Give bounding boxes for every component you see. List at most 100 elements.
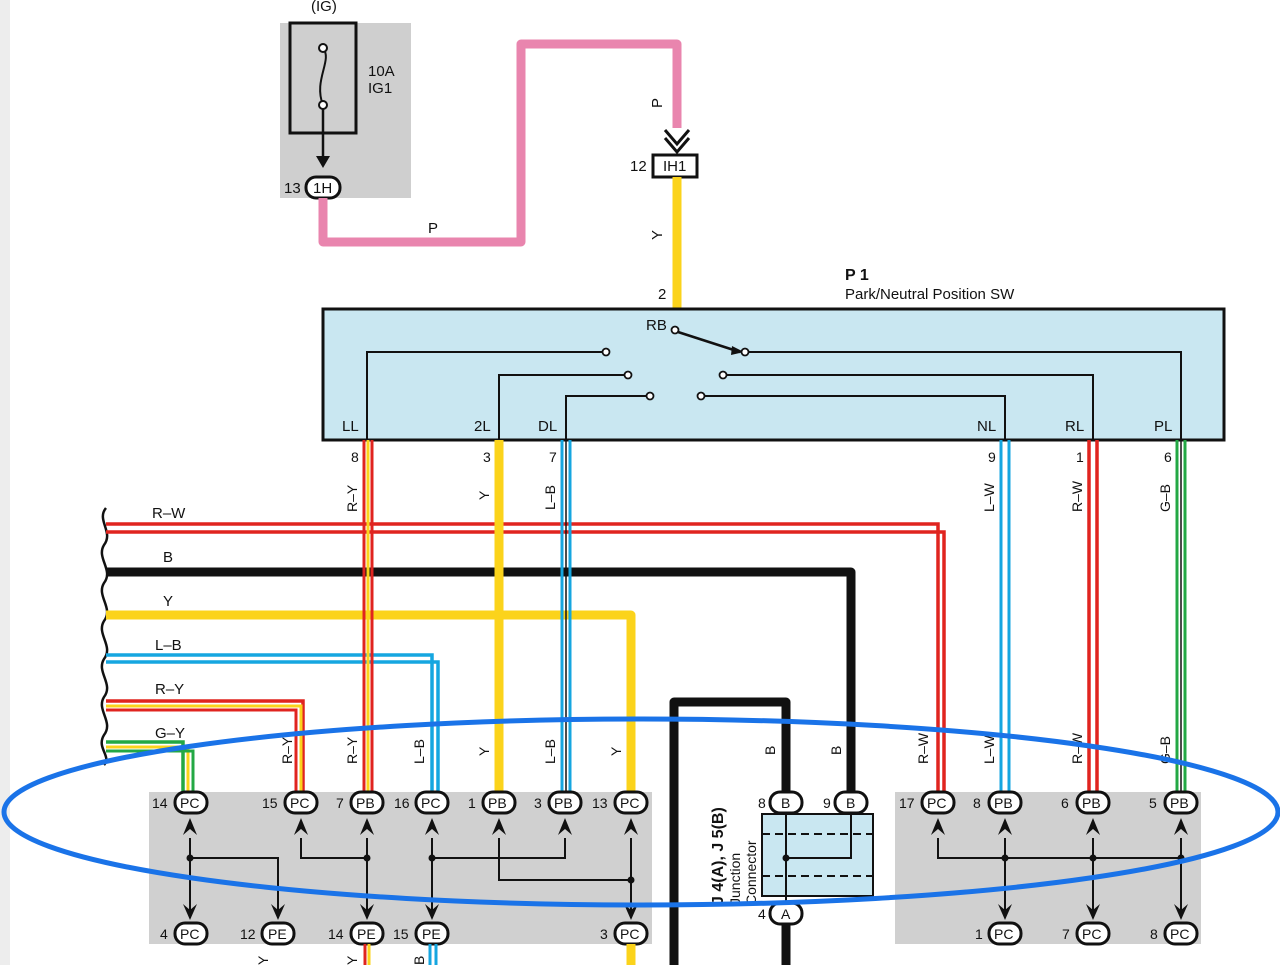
junction-pin-2: 9 <box>823 795 831 811</box>
pin-left-top-7: 13 <box>592 795 608 811</box>
fuse-block: (IG) 10A IG1 13 1H <box>280 0 411 200</box>
black-loop-wire <box>669 697 791 965</box>
wire-label-rl: R–W <box>1069 480 1085 512</box>
page-edge <box>0 0 10 965</box>
pin-ll: 8 <box>351 449 359 465</box>
bus-rw-a <box>106 522 940 795</box>
drop-label-3: L–B <box>411 739 427 764</box>
pin-right-bot-1: 1 <box>975 926 983 942</box>
ih1-label: IH1 <box>663 158 686 175</box>
bus-label-ry: R–Y <box>155 681 184 698</box>
junction-conn-bottom: A <box>781 906 791 922</box>
drop-label-1: R–Y <box>279 736 295 764</box>
right-top-arrows <box>931 818 1188 835</box>
conn-left-top-1: PC <box>180 795 199 811</box>
wire-label-y-input: Y <box>649 230 666 240</box>
terminal-label-ll: LL <box>342 418 359 435</box>
terminal-label-dl: DL <box>538 418 557 435</box>
pin-left-top-4: 16 <box>394 795 410 811</box>
pin-nl: 9 <box>988 449 996 465</box>
wire-label-nl: L–W <box>981 482 997 512</box>
junction-title-2: Junction <box>727 853 743 905</box>
drop-label-2: R–Y <box>344 736 360 764</box>
pin-right-top-4: 5 <box>1149 795 1157 811</box>
wire-label-dl: L–B <box>542 485 558 510</box>
conn-right-top-1: PC <box>927 795 946 811</box>
junction-pin-bottom: 4 <box>758 906 766 922</box>
wire-label-2l: Y <box>476 490 492 500</box>
component-name: Park/Neutral Position SW <box>845 286 1015 303</box>
left-connector-block <box>149 792 652 944</box>
bottom-label-1: Y <box>255 955 271 965</box>
bus-b <box>106 567 856 795</box>
pin-right-top-1: 17 <box>899 795 915 811</box>
left-top-arrows <box>183 818 638 835</box>
pin-left-top-2: 15 <box>262 795 278 811</box>
conn-left-top-3: PB <box>356 795 375 811</box>
ih1-pin: 12 <box>630 158 647 175</box>
drop-label-6: Y <box>608 746 624 756</box>
pin-dl: 7 <box>549 449 557 465</box>
pin-left-top-6: 3 <box>534 795 542 811</box>
highlight-ellipse <box>1 716 1280 908</box>
drop-label-9: R–W <box>915 732 931 764</box>
conn-right-top-2: PB <box>994 795 1013 811</box>
bus-label-b: B <box>163 549 173 566</box>
terminal-label-pl: PL <box>1154 418 1172 435</box>
right-top-connectors: PC 17 PB 8 PB 6 PB 5 <box>899 790 1199 815</box>
bus-label-gy: G–Y <box>155 725 185 742</box>
park-neutral-switch: P 1 Park/Neutral Position SW RB LL 2L DL… <box>321 267 1226 442</box>
left-top-connectors: PC 14 PC 15 PB 7 PC 16 PB 1 PB 3 PC 13 <box>152 790 649 815</box>
conn-right-bot-3: PC <box>1170 926 1189 942</box>
junction-title-1: J 4(A), J 5(B) <box>710 807 727 905</box>
wire-break-edge <box>100 507 109 766</box>
right-bottom-arrows <box>998 904 1188 920</box>
terminal-label-2l: 2L <box>474 418 491 435</box>
bus-gy-b <box>106 749 195 795</box>
terminal-label-nl: NL <box>977 418 996 435</box>
drop-label-4: Y <box>476 746 492 756</box>
fuse-connector: 1H <box>313 180 332 197</box>
junction-connector: B 8 B 9 A 4 J 4(A), J 5(B) Junction Conn… <box>710 790 874 926</box>
bus-gy-a <box>106 740 185 795</box>
right-bottom-connectors: PC 1 PC 7 PC 8 <box>975 921 1199 946</box>
bottom-label-2: Y <box>344 955 360 965</box>
inline-connector-ih1: IH1 12 <box>630 129 699 179</box>
pin-2l: 3 <box>483 449 491 465</box>
fuse-rating: 10A <box>368 63 395 80</box>
pin-right-bot-3: 8 <box>1150 926 1158 942</box>
conn-left-bot-4: PE <box>422 926 441 942</box>
junction-conn-1: B <box>781 795 790 811</box>
conn-right-bot-1: PC <box>994 926 1013 942</box>
pin-left-bot-1: 4 <box>160 926 168 942</box>
input-terminal-label: RB <box>646 317 667 334</box>
bus-label-y: Y <box>163 593 173 610</box>
conn-right-bot-2: PC <box>1082 926 1101 942</box>
conn-left-bot-3: PE <box>357 926 376 942</box>
drop-label-7: B <box>762 746 778 755</box>
bus-ry-b <box>106 708 298 795</box>
fuse-pin: 13 <box>284 180 301 197</box>
bottom-label-3: B <box>411 956 427 965</box>
bus-y <box>106 610 636 795</box>
pin-pl: 6 <box>1164 449 1172 465</box>
pin-right-top-2: 8 <box>973 795 981 811</box>
bus-ry-a <box>106 699 305 795</box>
left-bottom-arrows <box>183 904 638 920</box>
component-id: P 1 <box>845 267 869 284</box>
drop-label-5: L–B <box>542 739 558 764</box>
conn-right-top-3: PB <box>1082 795 1101 811</box>
fuse-group-label: (IG) <box>311 0 337 15</box>
drop-label-10: L–W <box>981 734 997 764</box>
junction-pin-1: 8 <box>758 795 766 811</box>
terminal-label-rl: RL <box>1065 418 1084 435</box>
drop-label-11: R–W <box>1069 732 1085 764</box>
conn-left-bot-5: PC <box>620 926 639 942</box>
conn-left-top-4: PC <box>421 795 440 811</box>
conn-left-top-2: PC <box>290 795 309 811</box>
drop-label-8: B <box>828 746 844 755</box>
conn-left-top-5: PB <box>488 795 507 811</box>
conn-left-top-6: PB <box>554 795 573 811</box>
bus-label-rw: R–W <box>152 505 186 522</box>
